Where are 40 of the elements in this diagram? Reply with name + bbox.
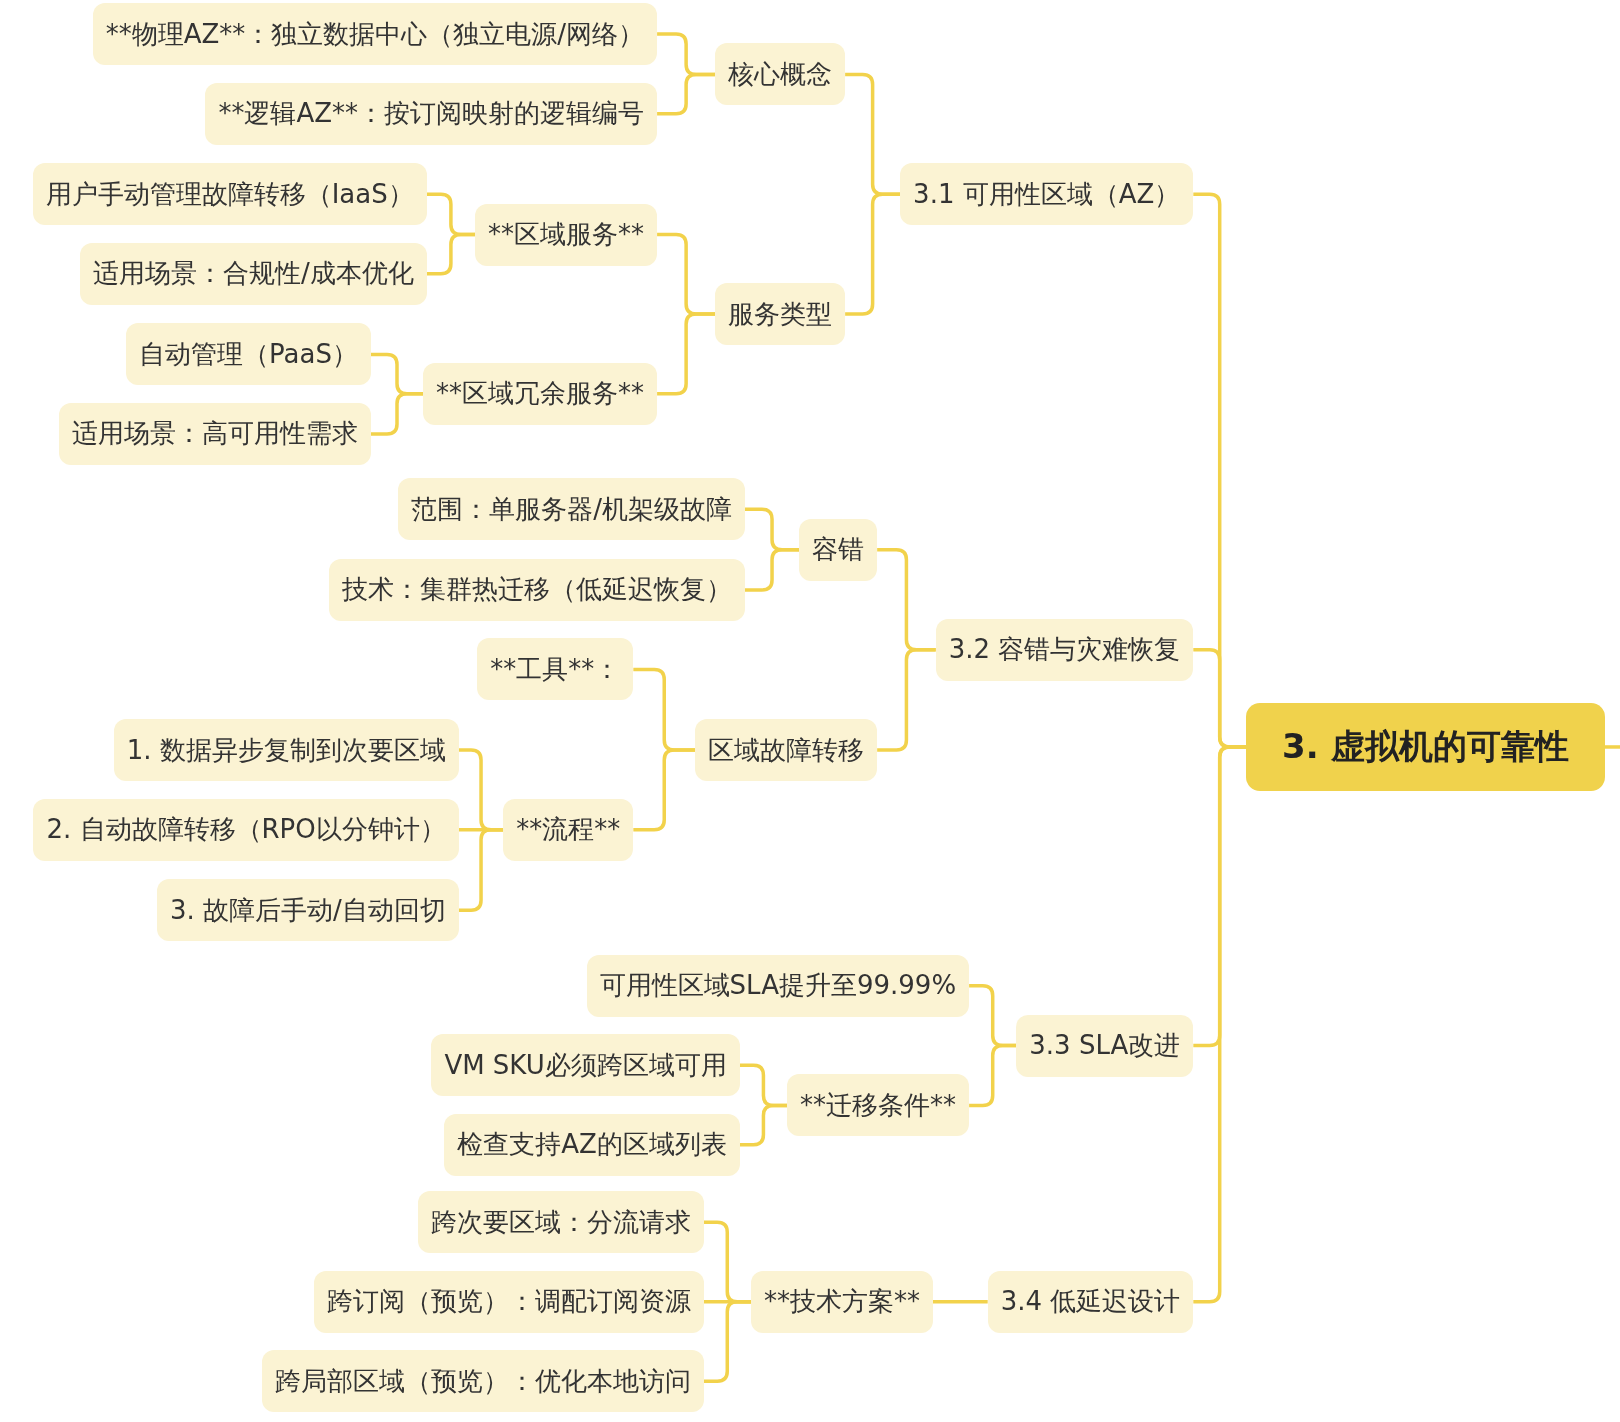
topic-box: 适用场景：合规性/成本优化 [79,242,427,305]
topic-box: **逻辑AZ**：按订阅映射的逻辑编号 [205,82,658,145]
topic-box: **技术方案** [750,1270,933,1333]
topic-box: 可用性区域SLA提升至99.99% [586,954,970,1017]
topic-box: 3. 故障后手动/自动回切 [156,879,459,942]
connector-line [932,1300,988,1304]
topic-box: 用户手动管理故障转移（IaaS） [32,163,427,226]
connector-line [657,312,716,396]
connector-line [633,748,696,832]
topic-box: 容错 [799,518,878,581]
topic-box: **工具**： [477,638,634,701]
topic-box: **迁移条件** [787,1074,970,1137]
topic-box: **区域冗余服务** [423,362,658,425]
connector-line [1604,745,1620,749]
topic-box: 跨订阅（预览）：调配订阅资源 [313,1270,704,1333]
topic-box: 服务类型 [715,283,846,346]
topic-box: 3.3 SLA改进 [1016,1014,1194,1077]
topic-box: 自动管理（PaaS） [126,323,371,386]
connector-line [657,72,716,116]
topic-box: 核心概念 [715,43,846,106]
topic-box: 适用场景：高可用性需求 [58,402,371,465]
topic-box: 3.2 容错与灾难恢复 [935,618,1194,681]
topic-box: **区域服务** [475,203,658,266]
topic-box: 跨局部区域（预览）：优化本地访问 [261,1350,704,1413]
topic-box: 跨次要区域：分流请求 [417,1191,704,1254]
topic-box: 区域故障转移 [695,719,878,782]
topic-box: 检查支持AZ的区域列表 [444,1113,740,1176]
topic-box: 3.4 低延迟设计 [987,1270,1194,1333]
connector-line [703,1300,751,1384]
topic-box: 2. 自动故障转移（RPO以分钟计） [33,798,459,861]
topic-box: **流程** [503,798,634,861]
topic-box: VM SKU必须跨区域可用 [431,1034,740,1097]
topic-box: **物理AZ**：独立数据中心（独立电源/网络） [92,3,658,66]
root-topic-box: 3. 虚拟机的可靠性 [1246,702,1605,791]
connector-line [744,547,800,592]
connector-line [877,648,936,752]
topic-box: 1. 数据异步复制到次要区域 [113,719,459,782]
topic-box: 3.1 可用性区域（AZ） [900,163,1194,226]
topic-box: 范围：单服务器/机架级故障 [398,478,745,541]
topic-box: 技术：集群热迁移（低延迟恢复） [328,558,745,621]
